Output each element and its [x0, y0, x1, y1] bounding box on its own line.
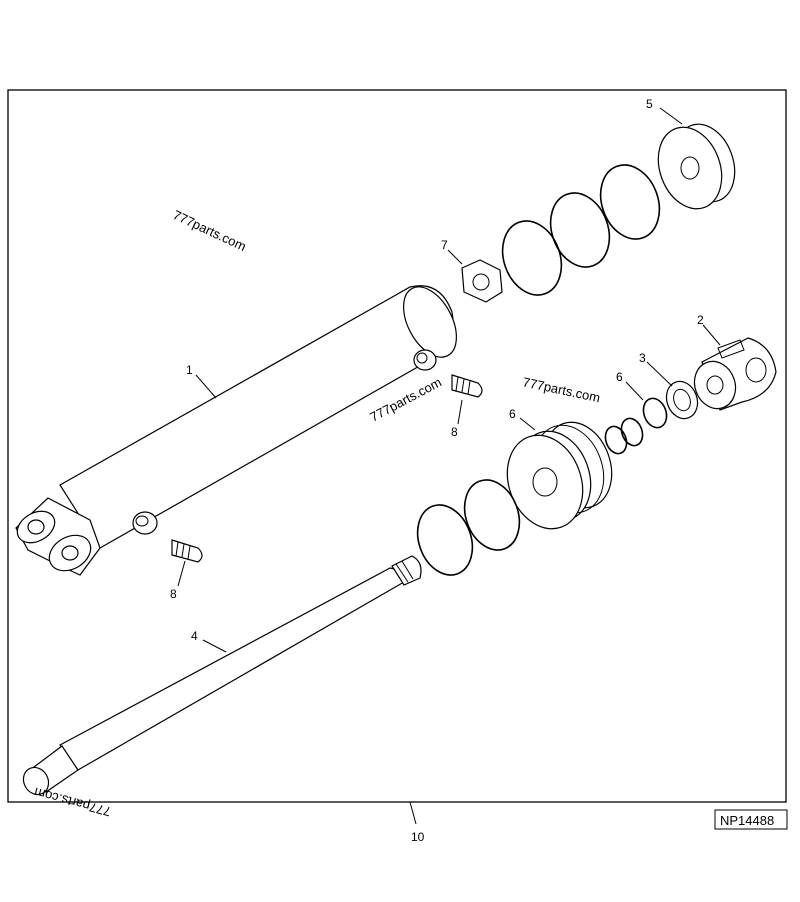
callout-4: 4	[191, 629, 198, 643]
callout-3: 3	[639, 351, 646, 365]
o-ring-upper-3	[599, 164, 661, 240]
fitting-lower	[171, 539, 203, 563]
watermark-4: 777parts.com	[33, 785, 113, 820]
small-ring-2	[620, 417, 644, 447]
callout-2: 2	[697, 313, 704, 327]
piston-head	[657, 123, 736, 210]
callout-5: 5	[646, 97, 653, 111]
rod-clevis	[693, 337, 777, 411]
watermark-1: 777parts.com	[171, 207, 249, 254]
code-box	[714, 809, 788, 830]
o-ring-upper-2	[549, 192, 611, 268]
gland	[506, 421, 613, 530]
hex-nut	[461, 259, 503, 303]
callout-6-rings: 6	[616, 370, 623, 384]
washer	[665, 380, 699, 420]
callout-6-gland: 6	[509, 407, 516, 421]
drawing-code: NP14488	[720, 813, 774, 828]
callout-8-upper: 8	[451, 425, 458, 439]
diagram-frame	[7, 89, 787, 803]
small-ring-1	[604, 425, 628, 455]
piston-rod	[22, 555, 422, 796]
o-ring-lower-1	[416, 504, 474, 576]
o-ring-lower-2	[463, 479, 521, 551]
o-ring-upper-1	[501, 220, 563, 296]
callout-10: 10	[411, 830, 425, 844]
callout-7: 7	[441, 238, 448, 252]
leader-lines	[177, 107, 721, 825]
callout-1: 1	[186, 363, 193, 377]
fitting-upper	[451, 374, 483, 398]
small-ring-3	[642, 397, 668, 429]
watermark-3: 777parts.com	[521, 374, 601, 405]
cylinder-barrel	[15, 285, 457, 576]
callout-8-lower: 8	[170, 587, 177, 601]
